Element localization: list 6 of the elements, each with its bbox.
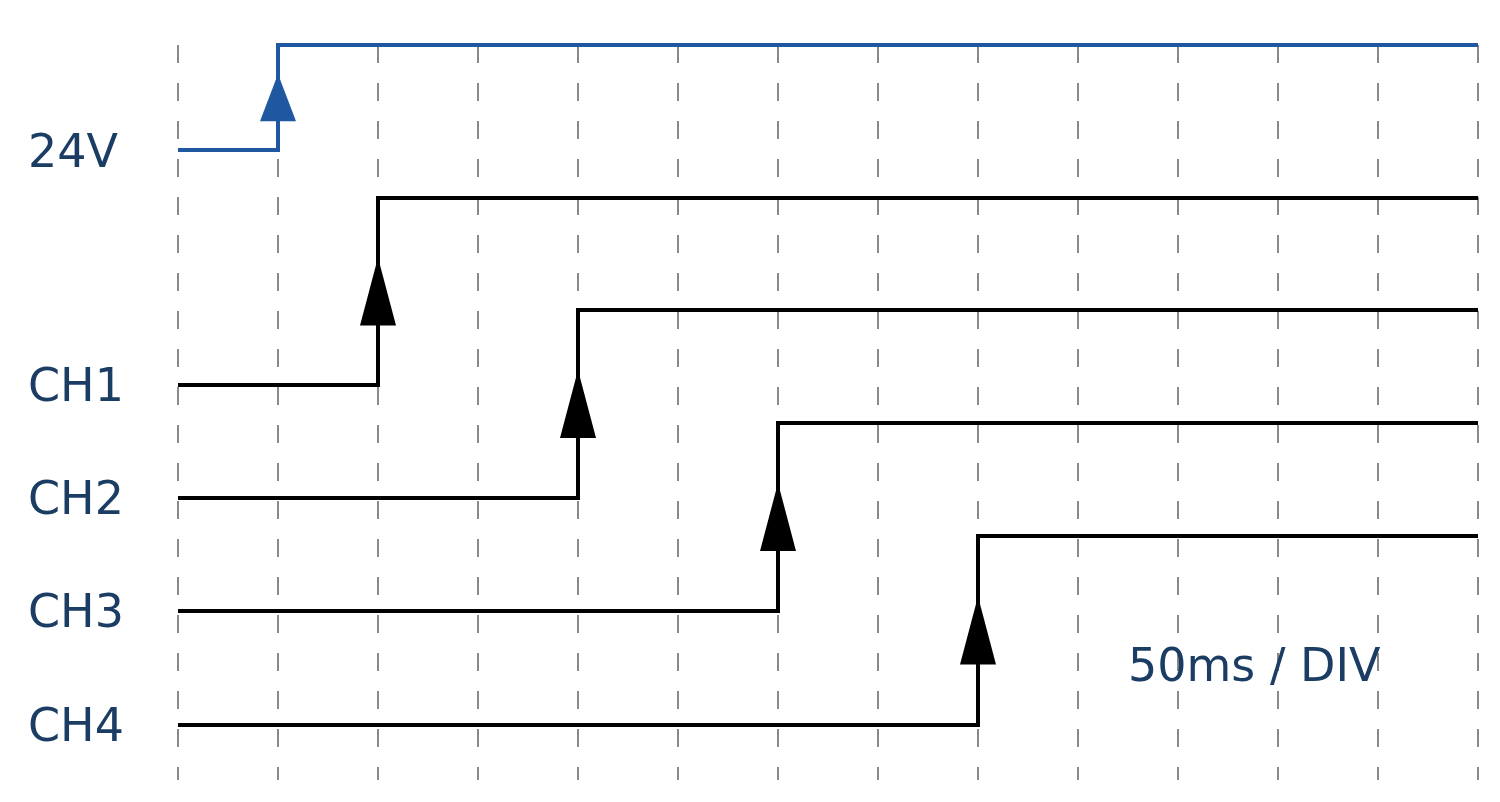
signal-label: CH4 <box>28 702 124 748</box>
signal-label: CH3 <box>28 588 124 634</box>
signal-label: 24V <box>28 128 118 174</box>
scale-label: 50ms / DIV <box>1128 642 1381 688</box>
signal-label: CH2 <box>28 475 124 521</box>
signal-label: CH1 <box>28 362 124 408</box>
